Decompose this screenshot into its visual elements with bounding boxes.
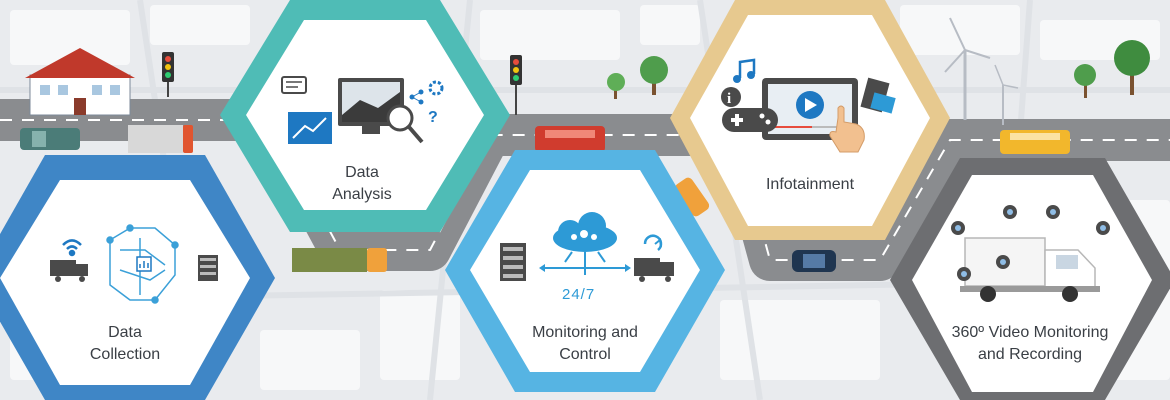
question-icon: ? — [428, 109, 438, 126]
house-icon — [25, 48, 135, 116]
bus-icon — [1000, 130, 1070, 154]
tree-icon — [607, 40, 1150, 99]
camera-icon — [951, 205, 1110, 281]
wifi-icon — [62, 239, 82, 257]
gamepad-icon — [722, 108, 778, 132]
label-infotainment: Infotainment — [750, 174, 870, 196]
magnifier-icon — [386, 104, 424, 144]
truck-icon — [634, 258, 674, 282]
film-icon — [860, 77, 896, 114]
label-line-1: Data — [108, 324, 142, 341]
share-icon — [409, 89, 424, 105]
chat-bubble-icon — [281, 76, 307, 94]
server-icon — [500, 243, 526, 281]
label-line-1: Infotainment — [765, 176, 855, 193]
label-line-2: and Recording — [977, 346, 1083, 363]
cloud-people-icon — [539, 212, 631, 275]
svg-text:i: i — [727, 91, 731, 107]
label-data-collection: Data Collection — [75, 322, 175, 366]
music-note-icon — [733, 58, 756, 83]
truck-icon — [128, 125, 193, 153]
hex-data-collection[interactable] — [0, 155, 275, 400]
label-video-monitoring: 360º Video Monitoring and Recording — [940, 322, 1120, 366]
label-line-2: Analysis — [332, 186, 392, 203]
label-line-2: Collection — [89, 346, 161, 363]
label-monitoring-control: Monitoring and Control — [510, 322, 660, 366]
traffic-light-icon — [510, 55, 522, 115]
truck-icon — [50, 260, 88, 282]
car-icon — [20, 128, 80, 150]
gear-icon — [428, 80, 444, 96]
white-truck-icon — [960, 237, 1100, 302]
traffic-light-icon — [162, 52, 174, 97]
label-line-1: Data — [345, 164, 379, 181]
label-data-analysis: Data Analysis — [312, 162, 412, 206]
wind-turbine-icon — [944, 17, 1019, 125]
car-icon — [792, 250, 836, 272]
badge-247: 24/7 — [562, 286, 596, 303]
truck-icon — [292, 248, 387, 272]
circuit-network-icon — [106, 224, 179, 304]
hand-icon — [829, 105, 865, 153]
bus-icon — [535, 126, 605, 152]
refresh-icon — [643, 234, 663, 251]
label-line-1: 360º Video Monitoring — [951, 324, 1109, 341]
label-line-1: Monitoring and — [532, 324, 638, 341]
car-icon — [674, 177, 710, 217]
label-line-2: Control — [559, 346, 611, 363]
info-icon: i — [721, 87, 741, 107]
server-icon — [198, 255, 218, 281]
